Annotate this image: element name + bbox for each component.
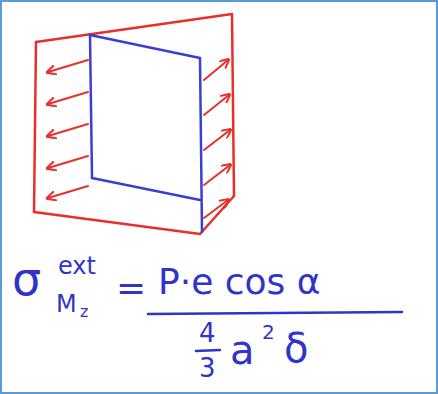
blue-outline bbox=[90, 35, 202, 232]
denominator-term: a bbox=[230, 330, 255, 370]
superscript: ext bbox=[58, 254, 96, 278]
subscript: z bbox=[80, 304, 88, 320]
exponent: 2 bbox=[262, 322, 275, 342]
stress-symbol: σ bbox=[12, 256, 41, 302]
denominator-term: δ bbox=[284, 328, 308, 368]
subscript: M bbox=[56, 292, 77, 316]
numerator: P·e cos α bbox=[158, 264, 321, 300]
equals-sign: = bbox=[116, 270, 146, 306]
red-outline bbox=[34, 14, 234, 234]
fraction-digit: 3 bbox=[199, 355, 216, 381]
fraction-digit: 4 bbox=[199, 320, 216, 346]
fraction-bars bbox=[148, 312, 402, 351]
